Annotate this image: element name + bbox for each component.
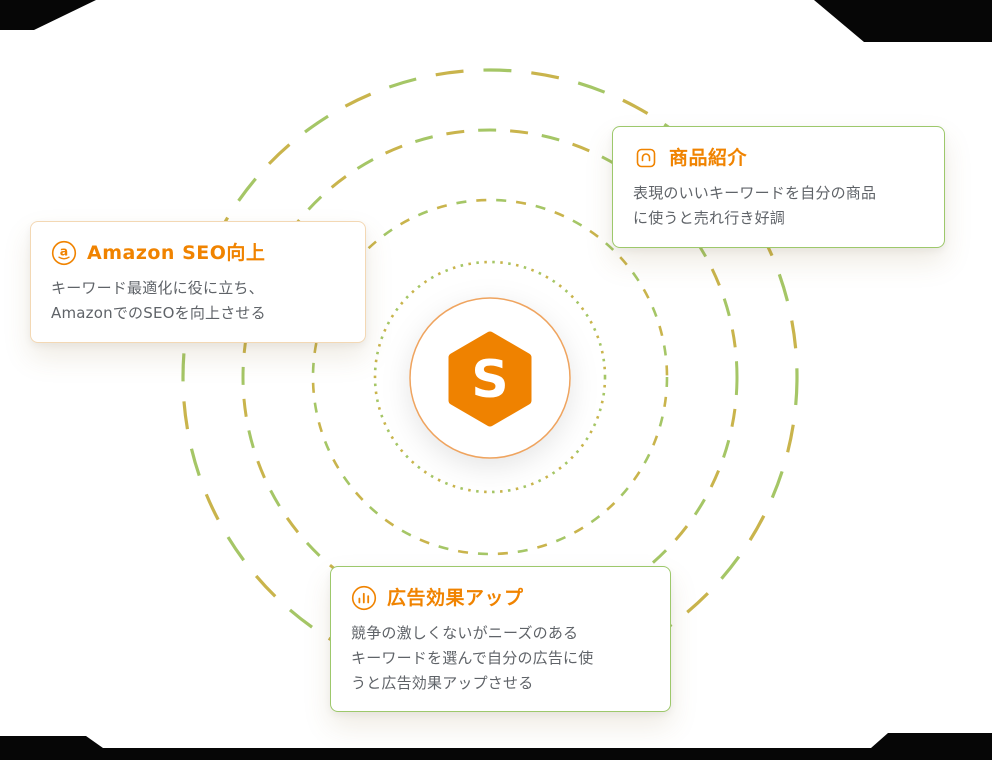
card-body-amazon-seo: キーワード最適化に役に立ち、 AmazonでのSEOを向上させる bbox=[51, 279, 266, 322]
logo-hexagon bbox=[448, 331, 532, 427]
card-ad-effect-header: 広告効果アップ bbox=[351, 585, 650, 611]
shopping-bag-icon bbox=[633, 145, 659, 171]
card-product-intro-header: 商品紹介 bbox=[633, 145, 924, 171]
logo-letter: S bbox=[471, 350, 508, 410]
bar-chart-icon bbox=[351, 585, 377, 611]
card-body-product-intro: 表現のいいキーワードを自分の商品 に使うと売れ行き好調 bbox=[633, 184, 877, 227]
sellersprite-logo: S bbox=[409, 297, 571, 459]
amazon-circle-icon: a bbox=[51, 240, 77, 266]
svg-text:a: a bbox=[60, 244, 68, 259]
card-amazon-seo-header: a Amazon SEO向上 bbox=[51, 240, 345, 266]
corner-cutout-top-right bbox=[814, 0, 992, 42]
card-ad-effect: 広告効果アップ 競争の激しくないがニーズのある キーワードを選んで自分の広告に使… bbox=[330, 566, 671, 713]
bottom-frame-bar bbox=[0, 733, 992, 760]
card-title-amazon-seo: Amazon SEO向上 bbox=[87, 241, 266, 264]
card-title-product-intro: 商品紹介 bbox=[669, 146, 748, 169]
corner-cutout-top-left bbox=[0, 0, 96, 30]
card-title-ad-effect: 広告効果アップ bbox=[387, 586, 524, 609]
card-product-intro: 商品紹介 表現のいいキーワードを自分の商品 に使うと売れ行き好調 bbox=[612, 126, 945, 248]
card-body-ad-effect: 競争の激しくないがニーズのある キーワードを選んで自分の広告に使 うと広告効果ア… bbox=[351, 624, 594, 692]
card-amazon-seo: a Amazon SEO向上 キーワード最適化に役に立ち、 AmazonでのSE… bbox=[30, 221, 366, 343]
